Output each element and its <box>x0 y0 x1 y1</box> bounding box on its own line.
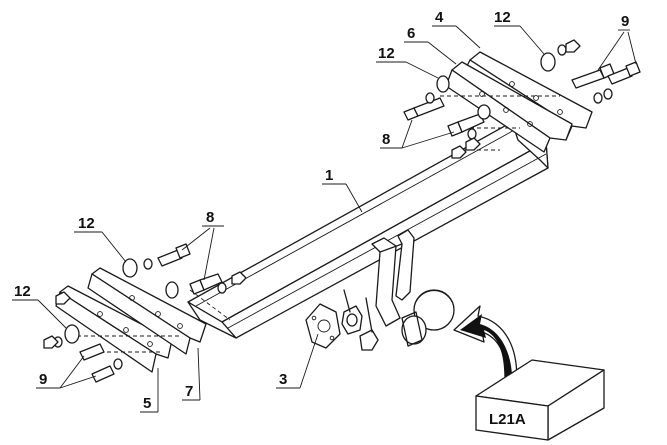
right-bolts <box>403 61 641 137</box>
callout-5: 5 <box>143 395 151 412</box>
callout-8-right: 8 <box>382 131 390 148</box>
left-bolts <box>79 243 223 383</box>
right-nuts <box>451 39 581 159</box>
right-washers <box>425 44 613 140</box>
tow-neck <box>371 229 415 327</box>
callout-12-left-upper: 12 <box>78 215 95 232</box>
callout-3: 3 <box>279 371 287 388</box>
callout-1: 1 <box>325 167 333 184</box>
left-nuts <box>43 271 247 349</box>
callout-8-left: 8 <box>206 209 214 226</box>
callout-12-left-lower: 12 <box>14 283 31 300</box>
tow-ball <box>401 289 455 347</box>
callout-4: 4 <box>435 9 444 26</box>
callout-12-top-right: 12 <box>494 9 511 26</box>
rotation-arrow <box>453 305 518 389</box>
electric-socket-plate <box>305 289 379 351</box>
leader-lines <box>12 25 637 413</box>
callout-6: 6 <box>407 25 415 42</box>
model-badge-box: L21A <box>475 359 605 441</box>
model-code: L21A <box>489 411 526 428</box>
left-bracket-plate-7 <box>87 267 207 355</box>
callout-12-right: 12 <box>378 45 395 62</box>
callout-9-left: 9 <box>39 371 47 388</box>
callout-7: 7 <box>185 383 193 400</box>
callout-9-right: 9 <box>621 13 629 30</box>
